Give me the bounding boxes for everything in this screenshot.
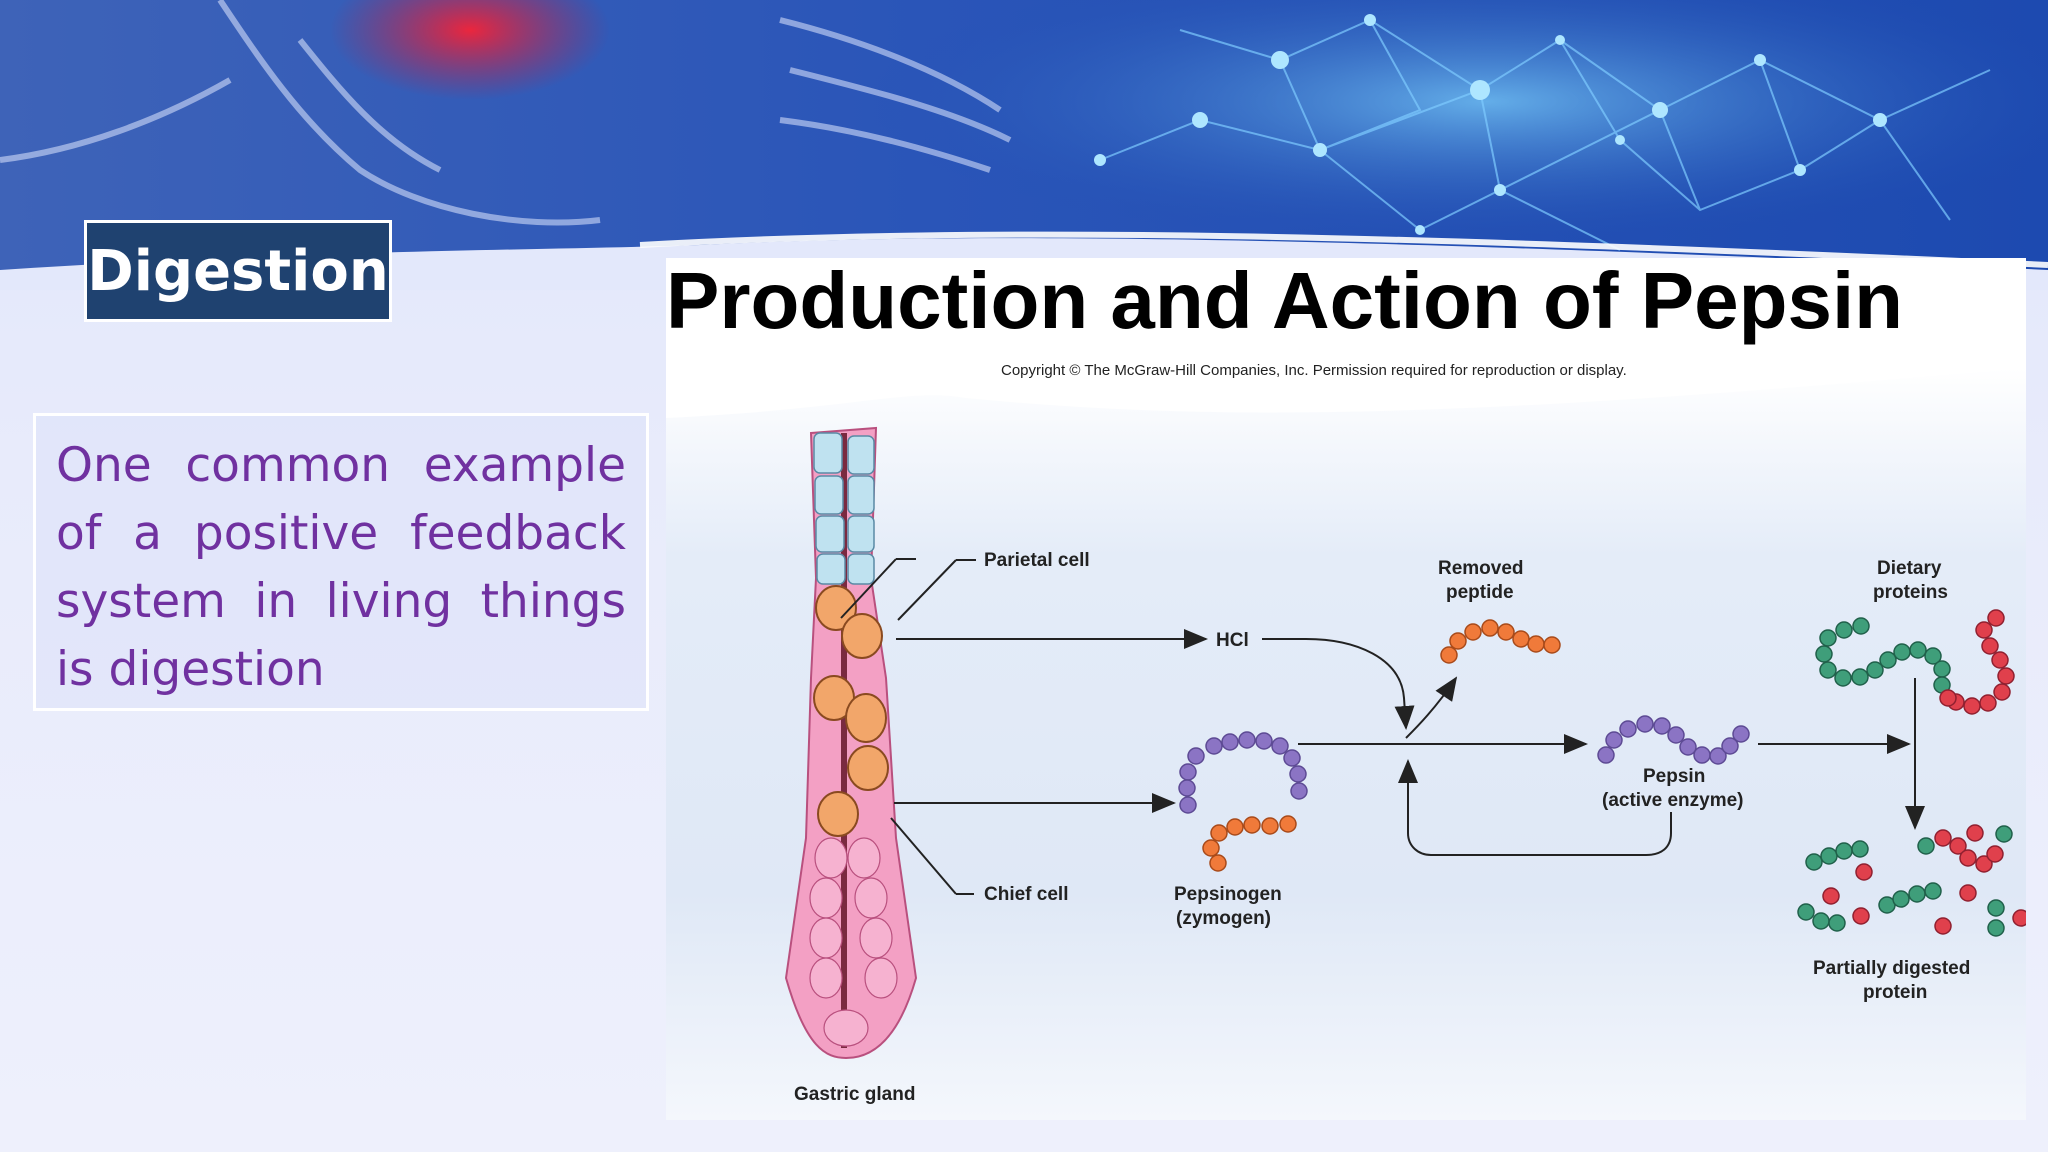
label-parietal-cell: Parietal cell <box>984 550 1090 571</box>
label-chief-cell: Chief cell <box>984 884 1068 905</box>
label-pepsinogen: Pepsinogen <box>1174 884 1282 905</box>
figure-title: Production and Action of Pepsin <box>666 258 1903 345</box>
pepsin-diagram: Production and Action of Pepsin Copyrigh… <box>666 258 2026 1120</box>
label-removed: Removed <box>1438 558 1524 579</box>
label-pepsin-active: (active enzyme) <box>1602 790 1744 811</box>
pepsinogen-molecule <box>1178 731 1308 872</box>
body-text-box: One common example of a positive feedbac… <box>33 413 649 711</box>
label-peptide: peptide <box>1446 582 1514 603</box>
pepsin-molecule <box>1597 715 1750 765</box>
slide-title: Digestion <box>87 238 389 304</box>
dietary-proteins-molecule <box>1815 609 2015 715</box>
figure-copyright: Copyright © The McGraw-Hill Companies, I… <box>1001 362 1627 379</box>
label-gastric-gland: Gastric gland <box>794 1084 915 1105</box>
slide-title-box: Digestion <box>84 220 392 322</box>
partially-digested-protein <box>1797 824 2026 937</box>
label-protein: protein <box>1863 982 1927 1003</box>
label-partially-digested: Partially digested <box>1813 958 1970 979</box>
gastric-gland-illustration <box>784 426 918 1060</box>
label-pepsinogen-zymogen: (zymogen) <box>1176 908 1271 929</box>
body-text: One common example of a positive feedbac… <box>56 438 626 697</box>
label-hcl: HCl <box>1216 630 1249 651</box>
label-pepsin: Pepsin <box>1643 766 1705 787</box>
label-dietary: Dietary <box>1877 558 1942 579</box>
removed-peptide-molecule <box>1440 619 1561 664</box>
label-proteins: proteins <box>1873 582 1948 603</box>
